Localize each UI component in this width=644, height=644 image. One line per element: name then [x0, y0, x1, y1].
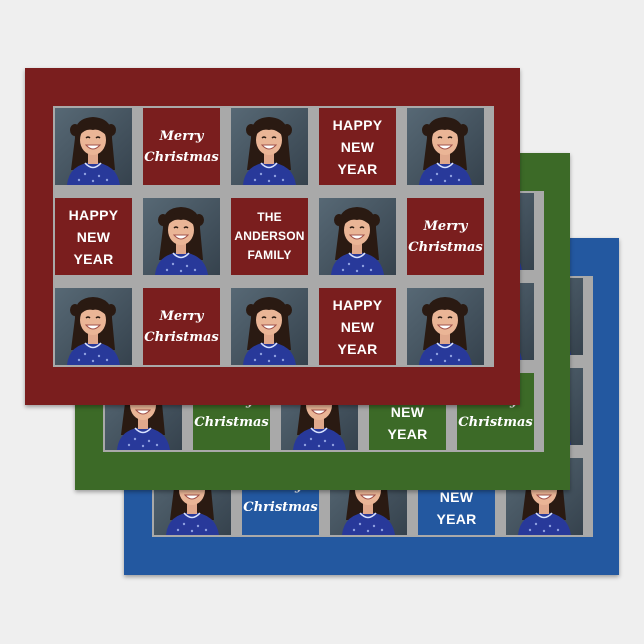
photo-tile — [319, 198, 396, 275]
photo-tile — [143, 198, 220, 275]
text-tile-merry-christmas: Merry Christmas — [143, 108, 220, 185]
tile-grid: Merry Christmas HAPPY NEW YEAR — [53, 106, 494, 367]
photo-tile — [231, 288, 308, 365]
text-tile-merry-christmas: Merry Christmas — [143, 288, 220, 365]
photo-tile — [55, 108, 132, 185]
text-tile-happy-new-year: HAPPY NEW YEAR — [319, 108, 396, 185]
text-tile-happy-new-year: HAPPY NEW YEAR — [319, 288, 396, 365]
photo-tile — [407, 108, 484, 185]
photo-tile — [231, 108, 308, 185]
wrapping-paper-sheet-red: Merry Christmas HAPPY NEW YEAR — [25, 68, 520, 405]
text-tile-merry-christmas: Merry Christmas — [407, 198, 484, 275]
text-tile-family-name: THE ANDERSON FAMILY — [231, 198, 308, 275]
text-tile-happy-new-year: HAPPY NEW YEAR — [55, 198, 132, 275]
photo-tile — [55, 288, 132, 365]
photo-tile — [407, 288, 484, 365]
